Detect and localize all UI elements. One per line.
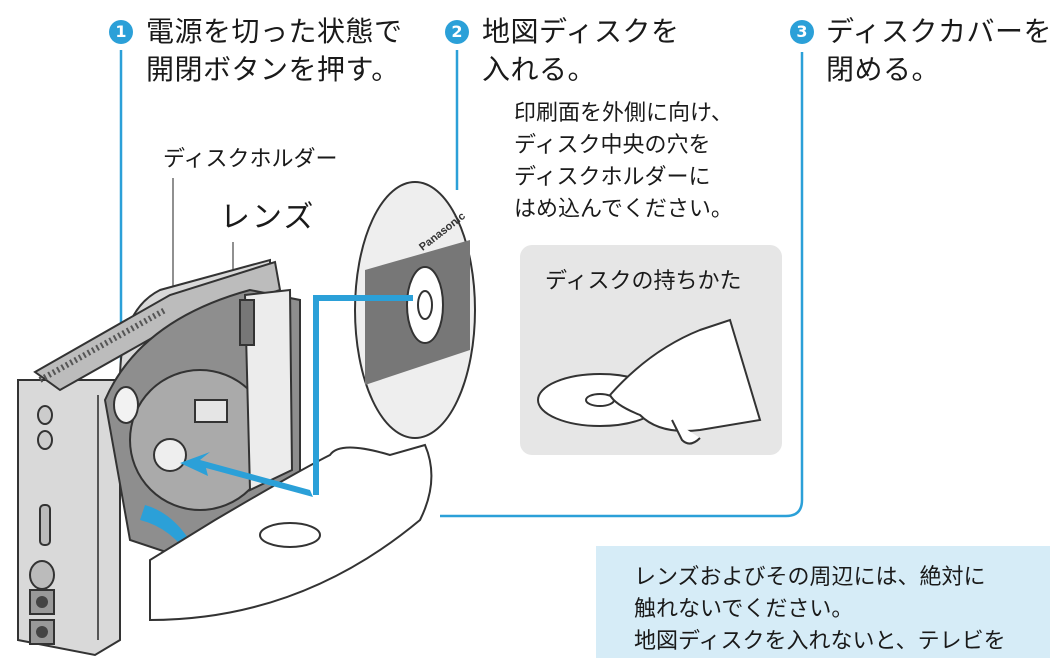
- leader-step-3: [440, 52, 804, 518]
- disc-handling-title: ディスクの持ちかた: [545, 269, 742, 294]
- note-line-2: 触れないでください。: [634, 597, 854, 622]
- insert-arrow: [180, 295, 413, 497]
- navigation-unit: [17, 258, 301, 657]
- hand-holding-disc: [537, 318, 762, 445]
- step-1-line-1: 電源を切った状態で: [146, 15, 403, 48]
- map-disc: Panasonic: [354, 181, 476, 439]
- step-3-line-2: 閉める。: [826, 53, 941, 86]
- step-2-line-1: 地図ディスクを: [482, 15, 680, 48]
- lens-label: レンズ: [220, 200, 316, 235]
- instruction-line-1: 印刷面を外側に向け、: [514, 101, 733, 126]
- disc-holder-label: ディスクホルダー: [163, 147, 338, 172]
- instruction-line-4: はめ込んでください。: [514, 197, 733, 222]
- step-3-line-1: ディスクカバーを: [826, 15, 1050, 48]
- step-2-number: 2: [445, 20, 469, 44]
- caution-note: レンズおよびその周辺には、絶対に 触れないでください。 地図ディスクを入れないと…: [596, 546, 1050, 658]
- step-1-number: 1: [109, 20, 133, 44]
- step-2-line-2: 入れる。: [482, 53, 597, 86]
- note-line-3: 地図ディスクを入れないと、テレビを: [634, 629, 1006, 654]
- step-3-number: 3: [790, 20, 814, 44]
- step-1-line-2: 開閉ボタンを押す。: [146, 53, 400, 86]
- instruction-line-3: ディスクホルダーに: [514, 165, 711, 190]
- instruction-line-2: ディスク中央の穴を: [514, 133, 711, 158]
- note-line-1: レンズおよびその周辺には、絶対に: [634, 565, 986, 590]
